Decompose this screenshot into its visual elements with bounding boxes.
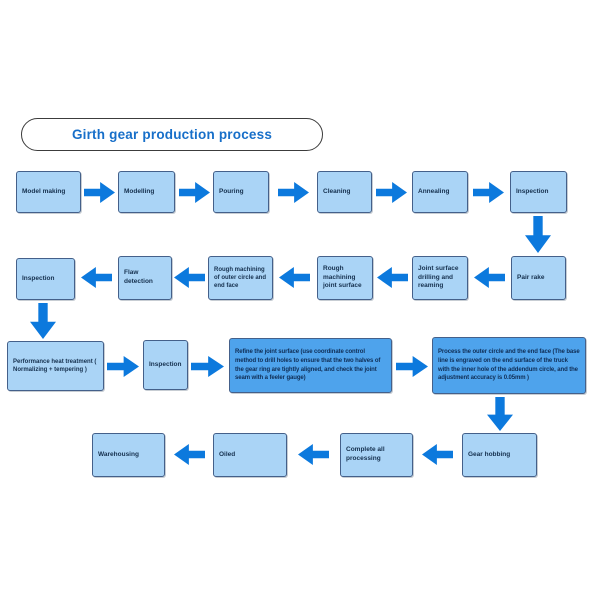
arrow-inspection-to-heat-treatment-icon	[30, 303, 56, 339]
diagram-title: Girth gear production process	[71, 127, 273, 142]
node-label: Model making	[22, 187, 66, 195]
node-complete-all-processing: Complete all processing	[340, 433, 413, 477]
node-joint-surface-drilling: Joint surface drilling and reaming	[412, 256, 468, 300]
node-warehousing: Warehousing	[92, 433, 165, 477]
node-label: Pair rake	[517, 273, 545, 281]
node-label: Pouring	[219, 187, 244, 195]
node-process-outer-circle: Process the outer circle and the end fac…	[432, 337, 586, 394]
node-annealing: Annealing	[412, 171, 468, 213]
node-pair-rake: Pair rake	[511, 256, 566, 300]
arrow-complete-to-oiled-icon	[298, 444, 329, 465]
node-label: Performance heat treatment ( Normalizing…	[13, 358, 97, 373]
arrow-cleaning-to-annealing-icon	[376, 182, 407, 203]
node-label: Annealing	[418, 187, 450, 195]
arrow-annealing-to-inspection-icon	[473, 182, 504, 203]
node-label: Oiled	[219, 450, 236, 458]
arrow-model-making-to-modelling-icon	[84, 182, 115, 203]
node-label: Inspection	[516, 187, 549, 195]
arrow-process-to-gear-hobbing-icon	[487, 397, 513, 431]
arrow-gear-hobbing-to-complete-icon	[422, 444, 453, 465]
arrow-oiled-to-warehousing-icon	[174, 444, 205, 465]
node-cleaning: Cleaning	[317, 171, 372, 213]
arrow-modelling-to-pouring-icon	[179, 182, 210, 203]
node-refine-joint-surface: Refine the joint surface (use coordinate…	[229, 338, 392, 393]
arrow-refine-to-process-icon	[396, 356, 428, 377]
node-modelling: Modelling	[118, 171, 175, 213]
diagram-title-pill: Girth gear production process	[21, 118, 323, 151]
node-label: Inspection	[22, 274, 55, 282]
node-label: Cleaning	[323, 187, 351, 195]
node-label: Warehousing	[98, 450, 139, 458]
node-label: Gear hobbing	[468, 450, 511, 458]
node-label: Complete all processing	[346, 446, 385, 462]
arrow-inspection-to-pair-rake-icon	[525, 216, 551, 253]
arrow-drilling-to-rough-joint-icon	[377, 267, 408, 288]
node-rough-machining-joint-surface: Rough machining joint surface	[317, 256, 373, 300]
node-gear-hobbing: Gear hobbing	[462, 433, 537, 477]
arrow-heat-treatment-to-inspection-icon	[107, 356, 139, 377]
node-model-making: Model making	[16, 171, 81, 213]
node-label: Refine the joint surface (use coordinate…	[235, 349, 381, 382]
node-oiled: Oiled	[213, 433, 287, 477]
arrow-rough-joint-to-rough-outer-icon	[279, 267, 310, 288]
node-inspection-2: Inspection	[16, 258, 75, 300]
arrow-pouring-to-cleaning-icon	[278, 182, 309, 203]
node-performance-heat-treatment: Performance heat treatment ( Normalizing…	[7, 341, 104, 391]
node-label: Rough machining joint surface	[323, 264, 362, 290]
node-pouring: Pouring	[213, 171, 269, 213]
node-label: Process the outer circle and the end fac…	[438, 349, 580, 382]
node-flaw-detection: Flaw detection	[118, 256, 172, 300]
arrow-pair-rake-to-drilling-icon	[474, 267, 505, 288]
node-label: Joint surface drilling and reaming	[418, 264, 459, 290]
node-label: Flaw detection	[124, 269, 153, 285]
node-label: Modelling	[124, 187, 155, 195]
node-rough-machining-outer-circle: Rough machining of outer circle and end …	[208, 256, 273, 300]
node-inspection-1: Inspection	[510, 171, 567, 213]
arrow-flaw-detection-to-inspection-icon	[81, 267, 112, 288]
arrow-inspection-to-refine-icon	[191, 356, 224, 377]
node-inspection-3: Inspection	[143, 340, 188, 390]
node-label: Rough machining of outer circle and end …	[214, 266, 267, 290]
arrow-rough-outer-to-flaw-detection-icon	[174, 267, 205, 288]
node-label: Inspection	[149, 360, 182, 368]
